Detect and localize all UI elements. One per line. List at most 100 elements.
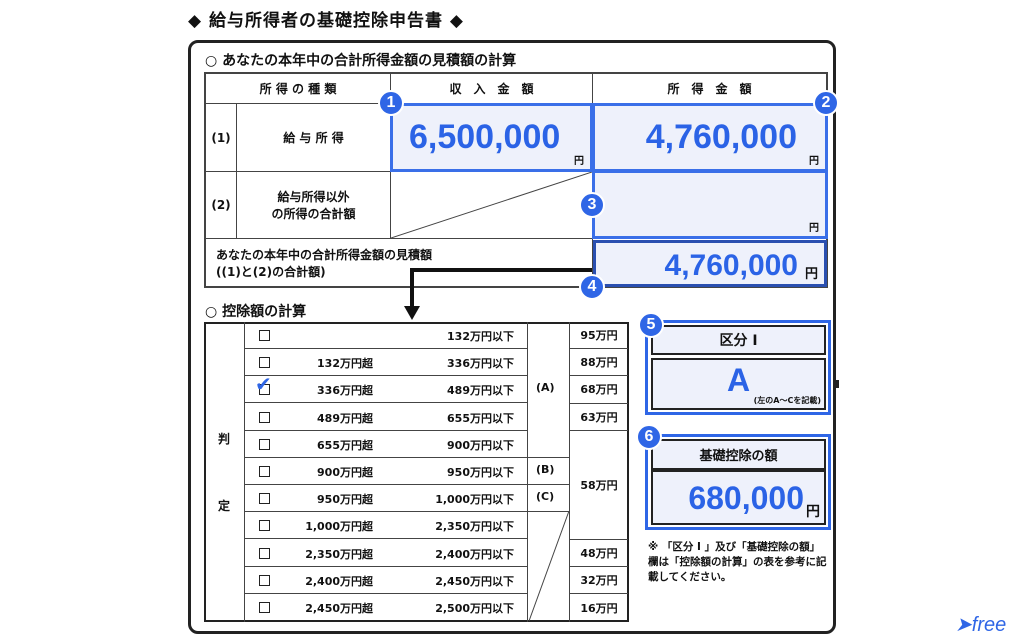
bracket-upper: 489万円以下 [447,384,514,398]
logo-text: free [971,614,1007,636]
badge-5: 5 [638,312,664,338]
income-value: 6,500,000 [409,118,561,156]
bracket-upper: 2,500万円以下 [435,602,514,615]
bracket-lower: 489万円超 [317,411,373,425]
deduction-amount: 68万円 [570,376,628,404]
bracket-lower: 1,000万円超 [305,520,373,534]
deduction-amount: 48万円 [570,540,628,567]
deduction-amount: 63万円 [570,404,628,431]
total-income-field[interactable]: 4,760,000 円 [593,240,827,287]
yen-label: 円 [809,223,819,234]
badge-4: 4 [579,274,605,300]
yen-label: 円 [574,156,584,167]
kubun-field[interactable]: A (左のA～Cを記載) [651,358,826,410]
bracket-lower: 655万円超 [317,438,373,452]
badge-3: 3 [579,192,605,218]
bracket-row: 132万円超 336万円以下 [245,349,528,377]
section1-heading: ○ あなたの本年中の合計所得金額の見積額の計算 [205,53,517,69]
row2-label-line1: 給与所得以外 [277,190,350,204]
bracket-upper: 2,450万円以下 [435,574,514,588]
income-field[interactable]: 6,500,000 円 [390,103,593,172]
badge-6: 6 [636,424,662,450]
bracket-upper: 950万円以下 [447,466,514,479]
bracket-lower: 2,350万円超 [305,547,373,561]
bracket-upper: 900万円以下 [447,438,514,452]
judgement-label-1: 判 [218,432,231,446]
checkbox[interactable] [259,574,270,586]
bracket-row: 2,400万円超 2,450万円以下 [245,567,528,594]
header-type: 所 得 の 種 類 [204,72,391,104]
total-label-line1: あなたの本年中の合計所得金額の見積額 [216,247,433,262]
badge-1: 1 [378,90,404,116]
deduction-amount: 16万円 [580,601,618,615]
category-a: (A) [536,381,555,394]
checkbox[interactable] [259,384,270,396]
bracket-row: 489万円超 655万円以下 [245,404,528,431]
yen-label: 円 [804,267,818,282]
salary-income-field[interactable]: 4,760,000 円 [592,103,828,172]
bracket-row: 655万円超 900万円以下 [245,431,528,458]
section2-heading: ○ 控除額の計算 [205,304,307,320]
total-label-line2: ((1)と(2)の合計額) [216,264,326,279]
checkbox[interactable] [259,602,270,613]
yen-label: 円 [809,156,819,167]
checkmark-icon: ✔ [255,372,272,397]
checkbox[interactable] [259,438,270,450]
bracket-upper: 336万円以下 [447,357,514,371]
category-b: (B) [536,463,555,476]
deduction-amount: 32万円 [570,567,628,594]
bracket-upper: 132万円以下 [447,330,514,343]
bracket-lower: 900万円超 [317,466,373,479]
row2-income-na [390,171,593,239]
checkbox[interactable] [259,520,270,532]
checkbox[interactable] [259,493,270,505]
checkbox[interactable] [259,411,270,423]
kiso-header: 基礎控除の額 [651,439,826,471]
kiso-value: 680,000 [688,480,804,516]
bracket-upper: 2,350万円以下 [435,520,514,534]
bracket-lower: 2,450万円超 [305,602,373,615]
checkbox[interactable] [259,547,270,559]
badge-2: 2 [813,90,839,116]
bracket-lower: 132万円超 [317,357,373,371]
row2-label-line2: の所得の合計額 [271,207,356,221]
checkbox[interactable] [259,466,270,477]
checkbox[interactable] [259,357,270,369]
kubun-header: 区分 I [651,325,826,355]
bracket-row: 132万円以下 [245,322,528,349]
deduction-amount: 88万円 [570,349,628,377]
bracket-row: 900万円超 950万円以下 [245,458,528,485]
total-income-value: 4,760,000 [664,249,798,282]
bracket-lower: 336万円超 [317,384,373,398]
deduction-amount: 95万円 [570,322,628,350]
freee-logo: ➤free [955,612,1006,637]
checkbox[interactable] [259,330,270,341]
judgement-label-2: 定 [218,499,231,513]
bracket-upper: 655万円以下 [447,411,514,425]
bracket-upper: 1,000万円以下 [435,493,514,507]
bracket-row: ✔ 336万円超 489万円以下 [245,372,528,404]
kubun-note: (左のA～Cを記載) [753,396,821,405]
header-income: 収 入 金 額 [390,72,593,104]
header-amount: 所 得 金 額 [592,72,828,104]
kiso-field[interactable]: 680,000 円 [651,470,826,525]
form-frame [188,40,836,634]
bracket-lower: 2,400万円超 [305,574,373,588]
category-c: (C) [536,490,555,503]
bird-icon: ➤ [955,614,972,636]
other-income-field[interactable]: 円 [592,170,828,239]
bracket-row: 1,000万円超 2,350万円以下 [245,512,528,540]
footnote: ※ 「区分 I 」及び「基礎控除の額」欄は「控除額の計算」の表を参考に記載してく… [648,541,827,583]
salary-income-value: 4,760,000 [645,118,797,156]
row1-label: 給 与 所 得 [236,103,391,172]
bracket-row: 2,450万円超 2,500万円以下 [245,594,528,621]
kubun-value: A [726,362,751,398]
form-title: ◆ 給与所得者の基礎控除申告書 ◆ [188,11,464,31]
row2-num: (2) [204,171,237,239]
yen-label: 円 [806,504,820,520]
row1-num: (1) [204,103,237,172]
deduction-table [204,322,629,622]
flow-arrow [404,268,592,320]
bracket-upper: 2,400万円以下 [435,547,514,561]
